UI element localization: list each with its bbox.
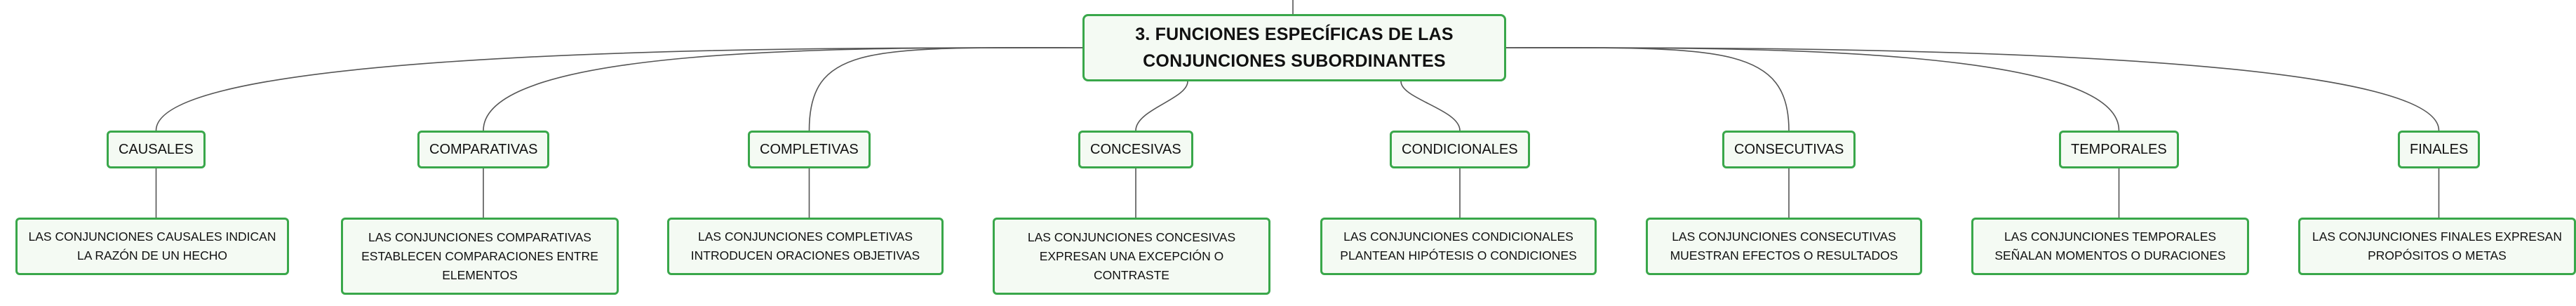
- category-node-comparativas[interactable]: COMPARATIVAS: [417, 131, 550, 168]
- root-title: 3. FUNCIONES ESPECÍFICAS DE LAS CONJUNCI…: [1135, 25, 1454, 71]
- branch-connector: [1505, 47, 2120, 131]
- description-node-finales[interactable]: LAS CONJUNCIONES FINALES EXPRESAN PROPÓS…: [2298, 218, 2576, 275]
- branch-connector: [155, 47, 1083, 131]
- description-node-comparativas[interactable]: LAS CONJUNCIONES COMPARATIVAS ESTABLECEN…: [341, 218, 619, 295]
- category-node-causales[interactable]: CAUSALES: [107, 131, 206, 168]
- category-node-consecutivas[interactable]: CONSECUTIVAS: [1722, 131, 1856, 168]
- description-text: LAS CONJUNCIONES TEMPORALES SEÑALAN MOME…: [1994, 230, 2226, 262]
- description-node-concesivas[interactable]: LAS CONJUNCIONES CONCESIVAS EXPRESAN UNA…: [993, 218, 1270, 295]
- description-text: LAS CONJUNCIONES FINALES EXPRESAN PROPÓS…: [2312, 230, 2562, 262]
- branch-connector: [808, 47, 1083, 131]
- description-text: LAS CONJUNCIONES CONCESIVAS EXPRESAN UNA…: [1027, 230, 1236, 282]
- branch-connector: [483, 47, 1083, 131]
- description-node-condicionales[interactable]: LAS CONJUNCIONES CONDICIONALES PLANTEAN …: [1320, 218, 1597, 275]
- branch-connector: [1135, 81, 1188, 131]
- category-label: CONSECUTIVAS: [1734, 142, 1844, 157]
- category-label: CONCESIVAS: [1090, 142, 1181, 157]
- description-text: LAS CONJUNCIONES CONDICIONALES PLANTEAN …: [1340, 230, 1577, 262]
- description-node-consecutivas[interactable]: LAS CONJUNCIONES CONSECUTIVAS MUESTRAN E…: [1646, 218, 1922, 275]
- category-label: FINALES: [2410, 142, 2469, 157]
- category-label: CONDICIONALES: [1402, 142, 1518, 157]
- root-node[interactable]: 3. FUNCIONES ESPECÍFICAS DE LAS CONJUNCI…: [1082, 14, 1506, 81]
- description-text: LAS CONJUNCIONES COMPARATIVAS ESTABLECEN…: [361, 230, 598, 282]
- category-label: COMPLETIVAS: [760, 142, 859, 157]
- description-text: LAS CONJUNCIONES CAUSALES INDICAN LA RAZ…: [28, 230, 276, 262]
- branch-connector: [1505, 47, 2440, 131]
- category-node-condicionales[interactable]: CONDICIONALES: [1390, 131, 1530, 168]
- description-node-causales[interactable]: LAS CONJUNCIONES CAUSALES INDICAN LA RAZ…: [15, 218, 289, 275]
- category-label: TEMPORALES: [2071, 142, 2167, 157]
- branch-connector: [1505, 47, 1790, 131]
- category-label: CAUSALES: [119, 142, 194, 157]
- category-node-finales[interactable]: FINALES: [2398, 131, 2481, 168]
- category-node-concesivas[interactable]: CONCESIVAS: [1078, 131, 1193, 168]
- category-node-completivas[interactable]: COMPLETIVAS: [748, 131, 871, 168]
- description-text: LAS CONJUNCIONES CONSECUTIVAS MUESTRAN E…: [1670, 230, 1898, 262]
- description-node-completivas[interactable]: LAS CONJUNCIONES COMPLETIVAS INTRODUCEN …: [667, 218, 944, 275]
- description-text: LAS CONJUNCIONES COMPLETIVAS INTRODUCEN …: [690, 230, 920, 262]
- category-node-temporales[interactable]: TEMPORALES: [2059, 131, 2179, 168]
- category-label: COMPARATIVAS: [429, 142, 538, 157]
- description-node-temporales[interactable]: LAS CONJUNCIONES TEMPORALES SEÑALAN MOME…: [1971, 218, 2249, 275]
- branch-connector: [1400, 81, 1461, 131]
